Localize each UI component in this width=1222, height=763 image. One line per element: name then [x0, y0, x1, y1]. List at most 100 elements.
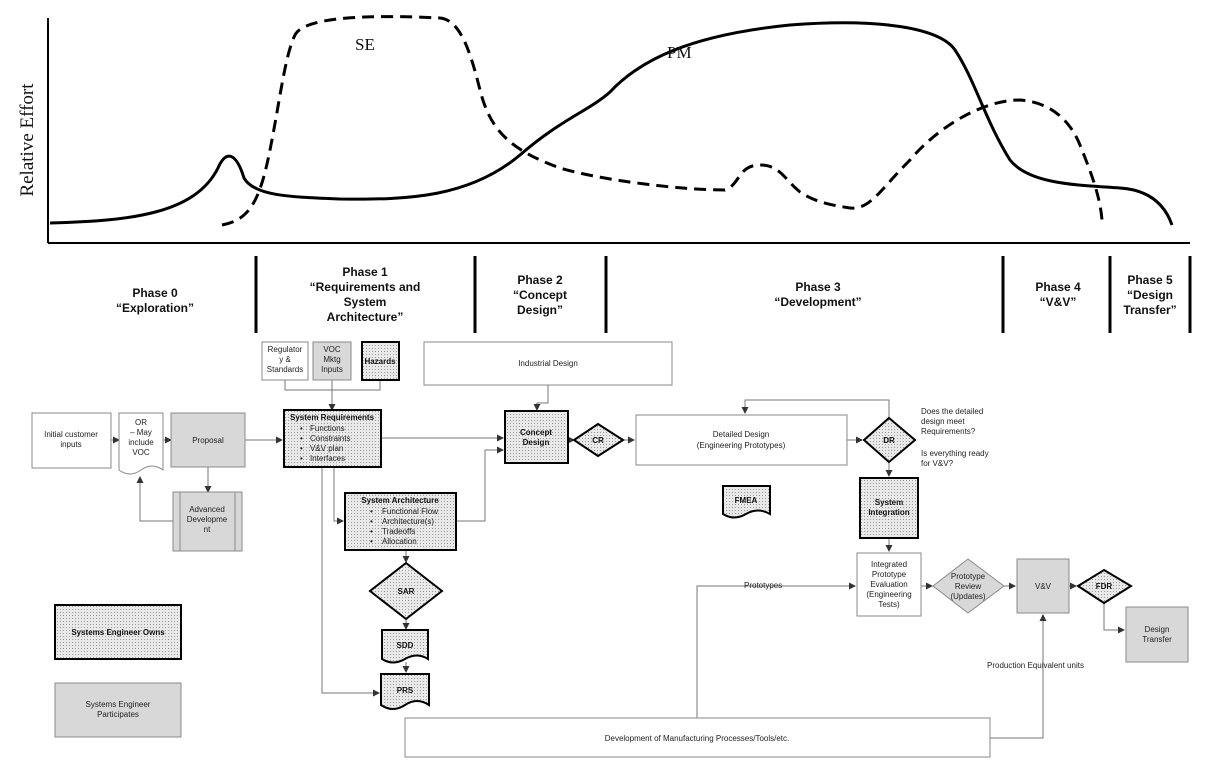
system-architecture-title: System Architecture — [361, 496, 439, 505]
cr-diamond — [572, 422, 625, 458]
legend-participates-swatch — [54, 682, 182, 738]
integrated-eval-label: (Engineering — [866, 590, 911, 599]
concept-design-shape — [504, 410, 569, 464]
phase-1-desc: Architecture” — [327, 310, 404, 324]
connector — [136, 476, 173, 522]
system-architecture-shape — [344, 492, 457, 551]
connector — [696, 582, 856, 718]
effort-y-label: Relative Effort — [17, 83, 38, 197]
vv-label: V&V — [1035, 582, 1052, 591]
system-requirements-item: Functions — [310, 424, 345, 433]
vv-box: V&V — [1016, 558, 1070, 614]
voc-mktg-inputs-box-shape — [312, 341, 352, 381]
phase-dividers — [254, 256, 1192, 333]
system-architecture-box: System Architecture • Functional Flow • … — [344, 492, 457, 551]
prs-document-shape — [380, 673, 430, 710]
prototype-review-diamond — [932, 558, 1005, 614]
proposal-label: Proposal — [192, 436, 224, 445]
phase-5-desc: Transfer” — [1123, 303, 1176, 317]
connector — [1103, 603, 1125, 634]
manufacturing-label: Development of Manufacturing Processes/T… — [605, 734, 790, 743]
system-requirements-item: Interfaces — [310, 454, 345, 463]
sar-decision: SAR — [368, 561, 444, 621]
advanced-development-box: Advanced Developme nt — [172, 491, 243, 552]
se-effort-curve — [221, 15, 1104, 227]
prototype-review-decision: Prototype Review (Updates) — [932, 558, 1005, 614]
integrated-eval-label: Evaluation — [870, 580, 907, 589]
voc-mktg-label: Inputs — [321, 365, 343, 374]
phase-5-desc: “Design — [1127, 288, 1173, 302]
integrated-eval-label: Tests) — [878, 600, 900, 609]
legend-participates: Systems Engineer Participates — [54, 682, 182, 738]
system-architecture-item: Tradeoffs — [382, 527, 415, 536]
advanced-development-shape — [172, 491, 243, 552]
pm-curve-label: PM — [667, 43, 692, 62]
fdr-diamond — [1076, 568, 1133, 605]
or-label: include — [128, 438, 154, 447]
vv-box-shape — [1016, 558, 1070, 614]
production-units-label: Production Equivalent units — [987, 661, 1084, 670]
industrial-design-box: Industrial Design — [423, 341, 673, 386]
integrated-eval-label: Prototype — [872, 570, 907, 579]
design-transfer-box: Design Transfer — [1125, 606, 1189, 663]
phase-0-name: Phase 0 — [132, 286, 178, 300]
system-integration-box: System Integration — [859, 477, 919, 539]
fmea-document-shape — [722, 485, 771, 519]
bullet: • — [370, 507, 373, 516]
or-label: VOC — [132, 448, 150, 457]
phase-1-desc: System — [344, 295, 387, 309]
legend-owns: Systems Engineer Owns — [54, 604, 182, 660]
legend-owns-label: Systems Engineer Owns — [71, 628, 165, 637]
hazards-label: Hazards — [364, 357, 396, 366]
regulatory-label: Regulator — [268, 345, 303, 354]
phase-4-name: Phase 4 — [1035, 280, 1081, 294]
dr-question-text: Requirements? — [921, 427, 976, 436]
phase-2-desc: Design” — [517, 303, 563, 317]
industrial-design-label: Industrial Design — [518, 359, 578, 368]
legend-participates-label: Participates — [97, 710, 139, 719]
bullet: • — [300, 454, 303, 463]
or-document: OR – May include VOC — [118, 412, 164, 475]
design-transfer-shape — [1125, 606, 1189, 663]
dr-decision: DR — [862, 416, 917, 464]
system-requirements-item: V&V plan — [310, 444, 343, 453]
bullet: • — [370, 537, 373, 546]
connector — [284, 380, 336, 411]
sar-label: SAR — [398, 587, 415, 596]
phase-5-name: Phase 5 — [1127, 273, 1173, 287]
legend-owns-swatch — [54, 604, 182, 660]
connector — [456, 446, 504, 522]
regulatory-standards-box: Regulator y & Standards — [261, 341, 309, 381]
pm-effort-curve — [49, 21, 1174, 226]
dr-diamond — [862, 416, 917, 464]
initial-inputs-label: Initial customer — [44, 430, 98, 439]
connector — [333, 467, 344, 525]
system-architecture-item: Architecture(s) — [382, 517, 434, 526]
phase-0-desc: “Exploration” — [116, 301, 194, 315]
detailed-design-label: Detailed Design — [713, 430, 769, 439]
phase-3-name: Phase 3 — [795, 280, 841, 294]
connector — [533, 385, 549, 411]
system-requirements-title: System Requirements — [290, 413, 375, 422]
legend-participates-label: Systems Engineer — [86, 700, 151, 709]
concept-design-label: Concept — [520, 428, 552, 437]
phase-2-name: Phase 2 — [517, 273, 563, 287]
cr-decision: CR — [572, 422, 625, 458]
or-document-shape — [118, 412, 164, 475]
voc-mktg-inputs-box: VOC Mktg Inputs — [312, 341, 352, 381]
sar-diamond — [368, 561, 444, 621]
fdr-decision: FDR — [1076, 568, 1133, 605]
integrated-prototype-evaluation-box: Integrated Prototype Evaluation (Enginee… — [856, 552, 922, 617]
prototype-review-label: Review — [955, 582, 981, 591]
prototypes-label: Prototypes — [744, 581, 782, 590]
integrated-prototype-evaluation-shape — [856, 552, 922, 617]
system-architecture-item: Allocation — [382, 537, 417, 546]
industrial-design-box-shape — [423, 341, 673, 386]
regulatory-label: y & — [279, 355, 291, 364]
system-integration-label: System — [875, 498, 903, 507]
system-requirements-shape — [283, 409, 382, 468]
hazards-box-shape — [361, 341, 400, 381]
manufacturing-box-shape — [404, 717, 991, 758]
dr-label: DR — [883, 436, 895, 445]
system-requirements-item: Constraints — [310, 434, 350, 443]
